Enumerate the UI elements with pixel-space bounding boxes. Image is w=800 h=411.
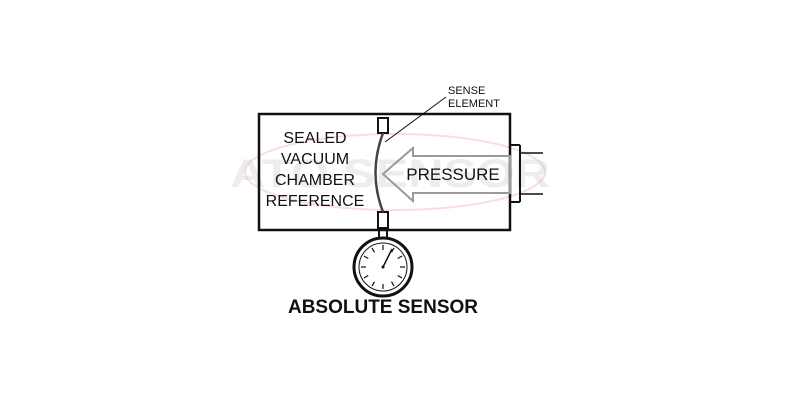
sense-element-leader	[384, 96, 447, 143]
dial-gauge-icon	[352, 236, 414, 298]
pressure-port	[510, 144, 543, 203]
gauge-tick	[371, 281, 376, 287]
upper-mount-block	[377, 117, 389, 134]
watermark-text: ATO SENSOR	[230, 152, 550, 196]
watermark-ring	[244, 133, 546, 211]
gauge-tick	[371, 247, 376, 253]
pressure-arrow	[381, 145, 511, 204]
diagram-caption: ABSOLUTE SENSOR	[288, 297, 478, 318]
pressure-label: PRESSURE	[406, 165, 500, 184]
sense-element-label-line-1: SENSE	[448, 85, 485, 97]
gauge-tick	[363, 255, 369, 260]
gauge-hub	[381, 265, 385, 269]
chamber-label-line-4: REFERENCE	[266, 193, 365, 210]
chamber-label-line-2: VACUUM	[281, 151, 349, 168]
chamber-label-line-1: SEALED	[283, 130, 346, 147]
gauge-ticks	[361, 245, 405, 289]
chamber-label-line-3: CHAMBER	[275, 172, 355, 189]
lower-mount-block	[377, 211, 389, 229]
gauge-needle	[382, 248, 393, 268]
sense-element-diaphragm	[374, 132, 385, 213]
gauge-tick	[397, 255, 403, 260]
watermark: ATO SENSOR	[230, 133, 550, 211]
gauge-tick	[390, 281, 395, 287]
gauge-tick	[363, 274, 369, 279]
gauge-tick	[390, 247, 395, 253]
sense-element-label-line-2: ELEMENT	[448, 98, 500, 110]
gauge-tick	[397, 274, 403, 279]
